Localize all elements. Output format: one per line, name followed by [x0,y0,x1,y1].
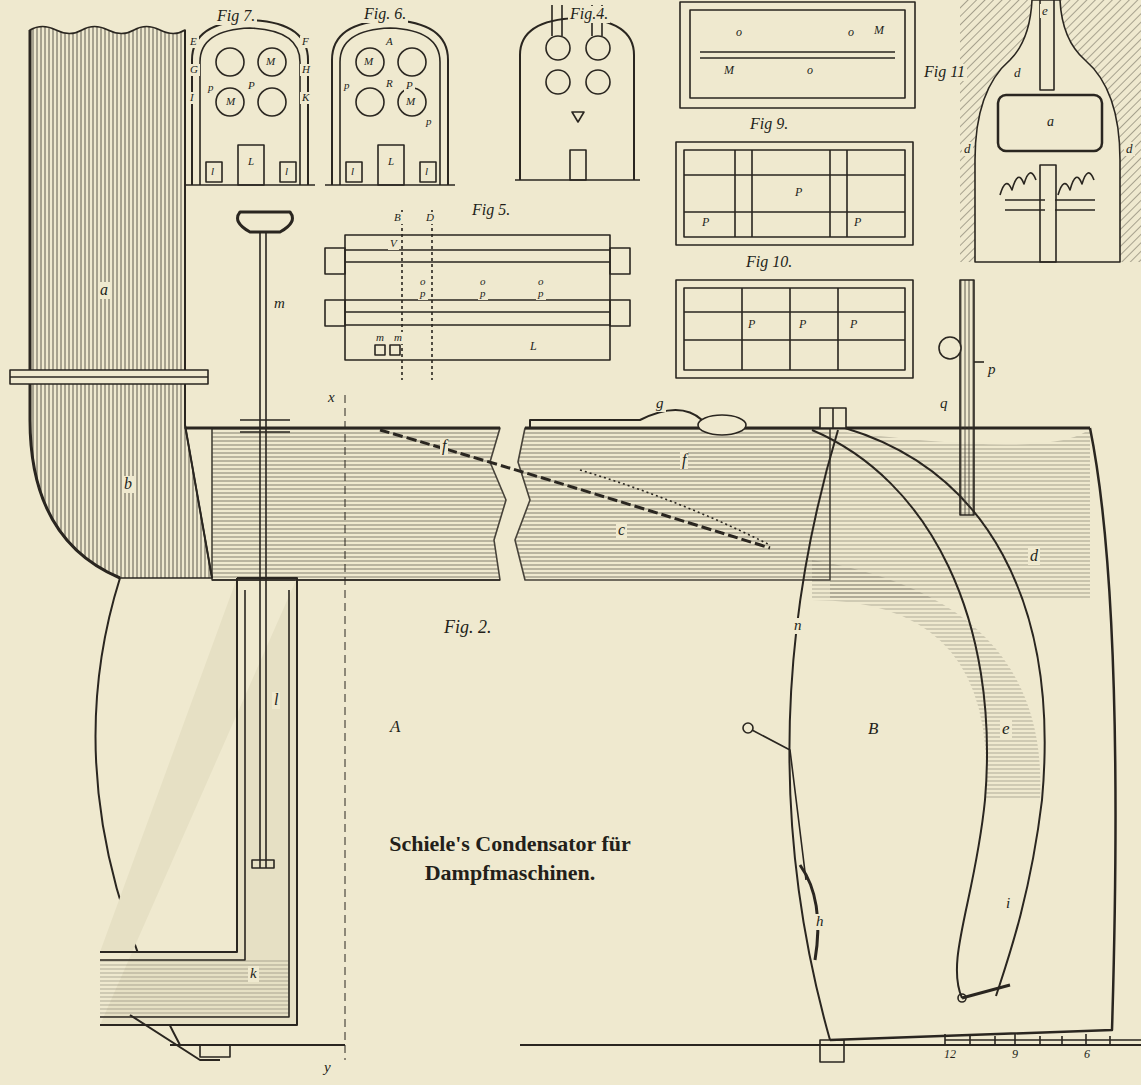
fig-number: Fig.4. [568,6,610,23]
part-letter: l [209,166,216,178]
section-letter: I [188,92,196,104]
section-letter: B [392,212,403,224]
part-letter: m [374,332,386,344]
part-letter: g [654,396,666,412]
part-letter: A [388,718,402,736]
part-letter: M [722,64,736,77]
part-letter: M [264,56,277,68]
scale-number: 6 [1082,1048,1092,1061]
fig-number: Fig 10. [744,254,794,271]
part-letter: A [384,36,395,48]
part-letter: p [536,288,546,300]
part-letter: P [246,80,257,92]
part-letter: p [986,362,998,378]
scale-number: 12 [942,1048,958,1061]
part-letter: o [478,276,488,288]
part-letter: m [272,296,287,312]
part-letter: a [1045,115,1056,130]
part-letter: M [362,56,375,68]
part-letter: V [388,238,399,250]
part-letter: P [848,318,859,331]
fig-number: Fig 11 [922,64,967,81]
section-letter: F [300,36,311,48]
part-letter: P [700,216,711,229]
section-letter: E [188,36,199,48]
part-letter: o [805,64,815,77]
part-letter: x [326,390,337,406]
part-letter: l [349,166,356,178]
part-letter: L [528,340,539,353]
part-letter: c [616,522,627,539]
fig-number: Fig. 2. [442,618,494,637]
part-letter: o [418,276,428,288]
part-letter: P [852,216,863,229]
section-letter: D [424,212,436,224]
part-letter: f [440,438,448,455]
part-letter: d [962,142,973,156]
part-letter: P [797,318,808,331]
part-letter: l [423,166,430,178]
part-letter: L [386,156,396,168]
fig-number: Fig. 6. [362,6,408,23]
part-letter: p [424,116,434,128]
part-letter: q [938,396,950,412]
part-letter: m [392,332,404,344]
part-letter: e [1040,4,1050,18]
section-letter: H [300,64,312,76]
part-letter: b [122,476,134,493]
scale-number: 9 [1010,1048,1020,1061]
part-letter: p [342,80,352,92]
part-letter: l [272,692,280,709]
part-letter: P [404,80,415,92]
part-letter: P [793,186,804,199]
fig-number: Fig 5. [470,202,512,219]
section-letter: G [188,64,200,76]
part-letter: M [872,24,886,37]
part-letter: p [478,288,488,300]
part-letter: M [404,96,417,108]
section-letter: K [300,92,311,104]
plate-title: Schiele's Condensator für Dampfmaschinen… [360,830,660,887]
part-letter: R [384,78,395,90]
part-letter: L [246,156,256,168]
fig-number: Fig 9. [748,116,790,133]
part-letter: y [322,1060,333,1076]
part-letter: a [98,282,110,299]
part-letter: P [746,318,757,331]
part-letter: M [224,96,237,108]
part-letter: e [1000,720,1012,738]
part-letter: B [866,720,880,738]
part-letter: n [792,618,804,634]
part-letter: o [846,26,856,39]
part-letter: l [283,166,290,178]
part-letter: d [1124,142,1135,156]
part-letter: p [418,288,428,300]
part-letter: f [680,452,688,469]
part-letter: k [248,966,259,982]
part-letter: d [1028,548,1040,565]
part-letter: d [1012,66,1023,80]
part-letter: o [536,276,546,288]
fig-number: Fig 7. [215,8,257,25]
part-letter: h [814,914,826,930]
part-letter: i [1004,896,1012,912]
part-letter: o [734,26,744,39]
part-letter: p [206,82,216,94]
